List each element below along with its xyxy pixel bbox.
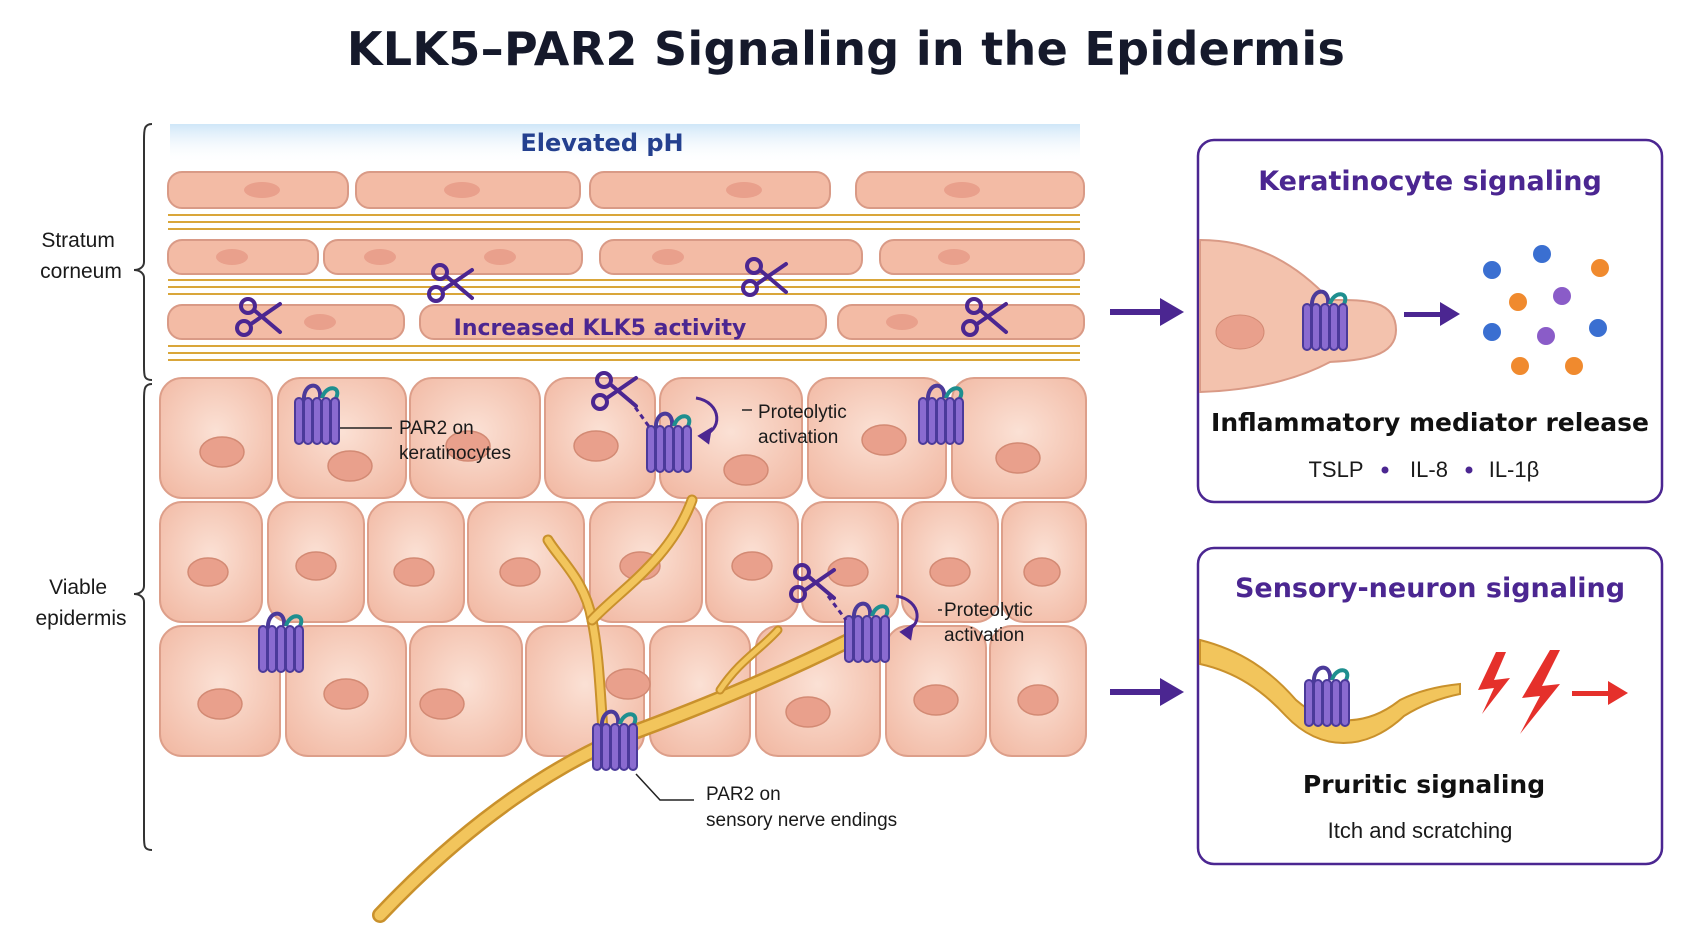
- page-title: KLK5–PAR2 Signaling in the Epidermis: [346, 22, 1346, 76]
- increased-klk5-label: Increased KLK5 activity: [454, 316, 747, 341]
- stratum-corneum: Increased KLK5 activity: [167, 171, 1085, 361]
- lightning-icon: [1478, 652, 1510, 714]
- layer-brackets: [133, 123, 153, 851]
- arrow-right-icon: [1608, 681, 1628, 705]
- par2-nerve-label: PAR2 on sensory nerve endings: [706, 784, 897, 831]
- mediator-il8: IL-8: [1410, 457, 1448, 482]
- cleavage-arrows: [628, 396, 919, 641]
- elevated-ph-label: Elevated pH: [520, 129, 683, 157]
- arrow-right-icon: [1110, 298, 1184, 326]
- sensory-neuron-signaling-panel: Sensory-neuron signaling Pruritic signal…: [1196, 546, 1664, 866]
- inflammatory-mediator-label: Inflammatory mediator release: [1211, 408, 1649, 437]
- neuron-fiber: [1199, 638, 1461, 744]
- elevated-ph-band: Elevated pH: [170, 124, 1080, 164]
- mediator-dots: [1483, 245, 1609, 375]
- mediator-il1b: IL-1β: [1489, 457, 1540, 482]
- sensory-nerve: [372, 494, 858, 923]
- proteolytic-activation-label-1: Proteolytic activation: [758, 402, 852, 448]
- neuron-panel-title: Sensory-neuron signaling: [1235, 573, 1625, 604]
- bullet-dot: [1465, 466, 1473, 474]
- pruritic-signaling-label: Pruritic signaling: [1303, 770, 1545, 799]
- par2-keratinocytes-label: PAR2 on keratinocytes: [399, 418, 511, 464]
- arrow-right-icon: [1110, 678, 1184, 706]
- lightning-icon: [1520, 650, 1560, 734]
- stratum-corneum-label: Stratum corneum: [40, 229, 122, 283]
- arrow-right-icon: [1440, 302, 1460, 326]
- keratinocyte-signaling-panel: Keratinocyte signaling Inflammatory medi…: [1196, 138, 1664, 504]
- callout-leaders: [340, 409, 942, 801]
- bullet-dot: [1381, 466, 1389, 474]
- keratinocyte-cell: [1199, 238, 1398, 394]
- viable-epidermis-label: Viable epidermis: [35, 576, 126, 630]
- keratinocyte-panel-title: Keratinocyte signaling: [1258, 166, 1602, 197]
- itch-scratching-label: Itch and scratching: [1328, 818, 1513, 843]
- mediator-tslp: TSLP: [1308, 457, 1363, 482]
- proteolytic-activation-label-2: Proteolytic activation: [944, 600, 1038, 646]
